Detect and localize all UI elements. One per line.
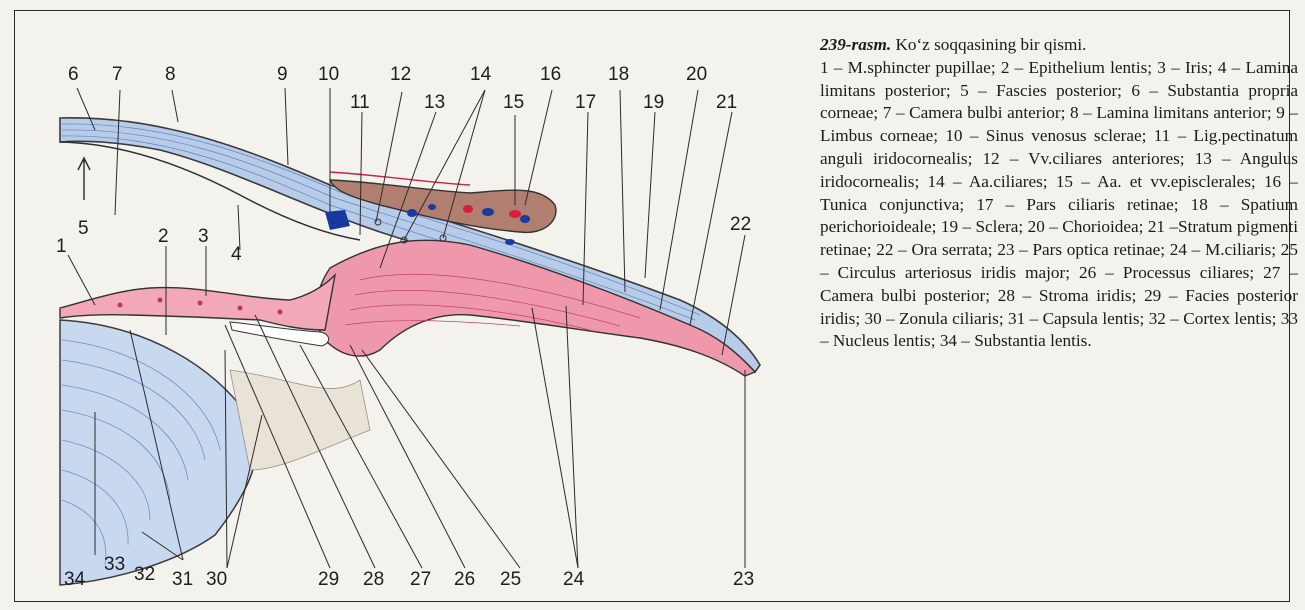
label-19: 19 bbox=[643, 92, 664, 113]
label-18: 18 bbox=[608, 64, 629, 85]
label-6: 6 bbox=[68, 64, 79, 85]
label-31: 31 bbox=[172, 569, 193, 590]
figure-caption: 239-rasm. Ko‘z soqqasining bir qismi. 1 … bbox=[820, 34, 1298, 353]
label-1: 1 bbox=[56, 236, 67, 257]
label-28: 28 bbox=[363, 569, 384, 590]
label-12: 12 bbox=[390, 64, 411, 85]
label-7: 7 bbox=[112, 64, 123, 85]
label-11: 11 bbox=[350, 92, 370, 113]
caption-legend: 1 – M.sphincter pupillae; 2 – Epithelium… bbox=[820, 57, 1298, 351]
caption-title: 239-rasm. bbox=[820, 35, 892, 54]
blood-vessels bbox=[374, 204, 530, 245]
label-5: 5 bbox=[78, 218, 89, 239]
iris bbox=[59, 272, 337, 331]
label-32: 32 bbox=[134, 564, 155, 585]
label-14: 14 bbox=[470, 64, 492, 85]
eye-section-illustration: 6 7 8 9 10 11 12 13 14 15 16 17 18 19 20… bbox=[56, 64, 761, 590]
label-4: 4 bbox=[231, 244, 242, 265]
lens-fibers bbox=[61, 339, 221, 566]
label-30: 30 bbox=[206, 569, 227, 590]
label-29: 29 bbox=[318, 569, 339, 590]
label-24: 24 bbox=[563, 569, 585, 590]
label-8: 8 bbox=[165, 64, 176, 85]
caption-subtitle: Ko‘z soqqasining bir qismi. bbox=[891, 35, 1087, 54]
sinus-venosus-sclerae bbox=[325, 210, 350, 230]
label-15: 15 bbox=[503, 92, 524, 113]
label-26: 26 bbox=[454, 569, 475, 590]
label-20: 20 bbox=[686, 64, 707, 85]
iris-pigment-dots bbox=[117, 297, 283, 315]
label-10: 10 bbox=[318, 64, 339, 85]
conjunctiva bbox=[328, 179, 557, 234]
zonula-ciliaris bbox=[229, 369, 371, 471]
label-34: 34 bbox=[64, 569, 86, 590]
arrow-5-icon bbox=[77, 156, 91, 200]
label-25: 25 bbox=[500, 569, 521, 590]
posterior-chamber bbox=[229, 321, 329, 347]
label-27: 27 bbox=[410, 569, 431, 590]
figure-frame bbox=[14, 10, 1290, 602]
label-21: 21 bbox=[716, 92, 737, 113]
label-16: 16 bbox=[540, 64, 561, 85]
corneal-endothelium bbox=[59, 141, 361, 241]
label-2: 2 bbox=[158, 226, 169, 247]
label-23: 23 bbox=[733, 569, 754, 590]
label-3: 3 bbox=[198, 226, 209, 247]
label-17: 17 bbox=[575, 92, 596, 113]
label-22: 22 bbox=[730, 214, 751, 235]
episcleral-vessel-line bbox=[329, 171, 471, 186]
label-13: 13 bbox=[424, 92, 445, 113]
number-labels: 6 7 8 9 10 11 12 13 14 15 16 17 18 19 20… bbox=[56, 64, 754, 590]
label-9: 9 bbox=[277, 64, 288, 85]
ciliary-muscle-fibers bbox=[344, 273, 641, 331]
leader-lines bbox=[67, 87, 746, 569]
label-33: 33 bbox=[104, 554, 125, 575]
